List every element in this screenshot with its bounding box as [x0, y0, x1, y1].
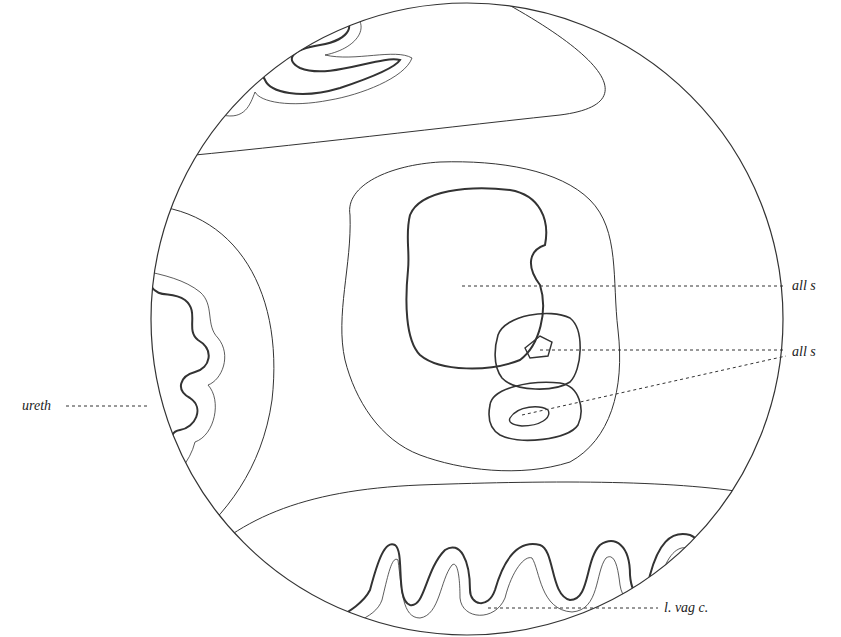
urethral-outline	[135, 270, 225, 495]
tissue-boundary	[140, 0, 605, 160]
epithelium-outline	[215, 1, 412, 116]
vaginal-epithelium	[310, 534, 720, 637]
tissue-boundary	[128, 205, 274, 548]
folded-epithelium	[221, 10, 400, 106]
urethral-epithelium	[140, 285, 209, 477]
structure-label: all s	[790, 345, 818, 359]
allantoic-stalk	[406, 188, 546, 368]
leader-line	[462, 286, 786, 287]
structure-label: ureth	[20, 399, 53, 413]
leader-line	[522, 356, 786, 415]
microscope-field	[151, 3, 783, 635]
structure-label: l. vag c.	[662, 601, 710, 615]
allantoic-stalk	[495, 313, 580, 389]
leader-line	[66, 406, 150, 407]
tissue-boundary	[185, 482, 760, 575]
leader-line	[540, 350, 786, 351]
structure-label: all s	[790, 279, 818, 293]
connective-sheath	[342, 162, 620, 471]
epithelium-outline	[318, 548, 688, 637]
leader-line	[488, 608, 658, 609]
allantoic-stalk	[489, 382, 581, 440]
lumen	[510, 407, 549, 426]
lumen	[525, 336, 552, 358]
